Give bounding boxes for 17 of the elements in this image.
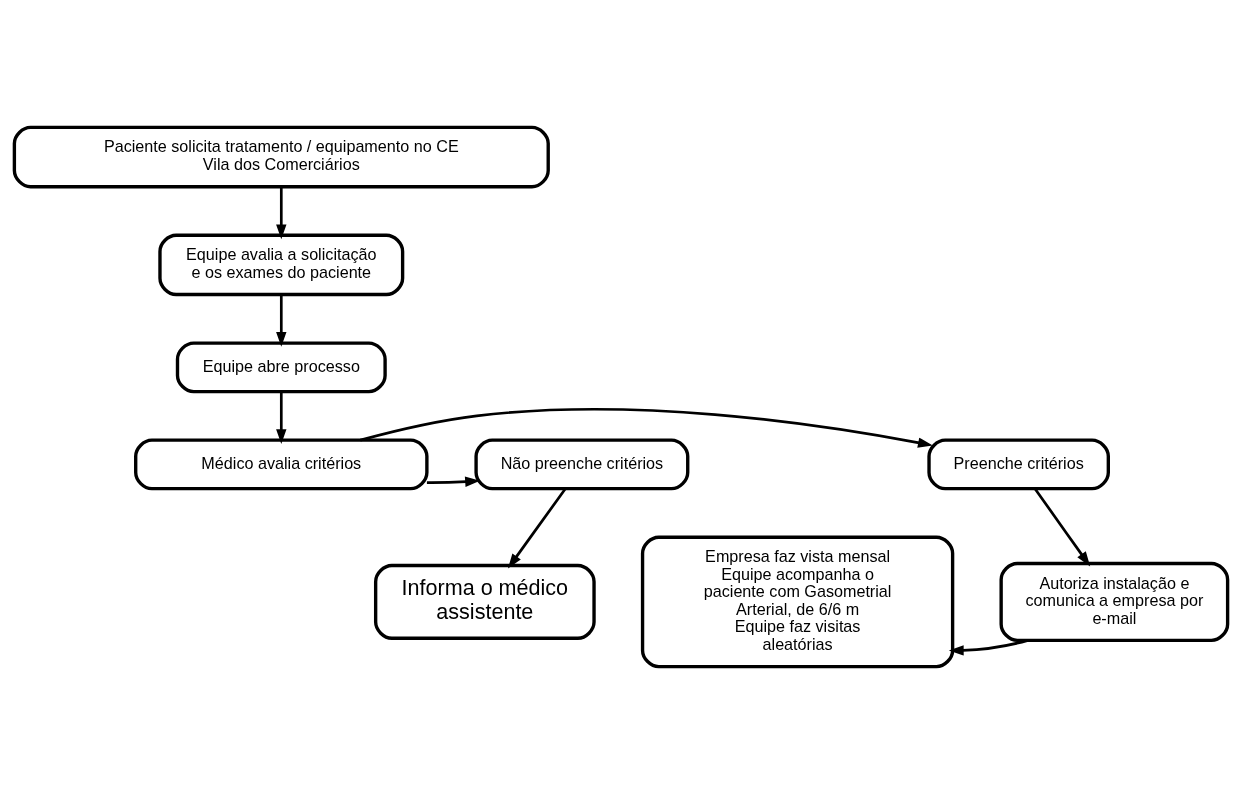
arrow [1034,487,1091,566]
arrow [276,294,287,347]
arrow [276,391,287,444]
node-box: Equipe abre processo [175,340,387,393]
node-box: Preenche critérios [927,437,1110,490]
node-box: Autoriza instalação e comunica a empresa por e-mail [999,561,1230,642]
arrow [276,186,287,239]
node-box: Informa o médico assistente [373,563,596,640]
node-box: Equipe avalia a solicitação e os exames do paciente [158,233,405,296]
node-box: Empresa faz vista mensal Equipe acompanha o paciente com Gasometrial Arterial, de 6/6 m Equipe faz visitas aleatórias [640,535,955,668]
arrow [360,407,933,448]
arrow [507,487,567,568]
node-box: Paciente solicita tratamento / equipamento no CE Vila dos Comerciários [12,125,550,188]
node-box: Não preenche critérios [474,437,690,490]
node-box: Médico avalia critérios [134,437,429,490]
arrow [948,638,1029,656]
arrow [426,476,481,487]
